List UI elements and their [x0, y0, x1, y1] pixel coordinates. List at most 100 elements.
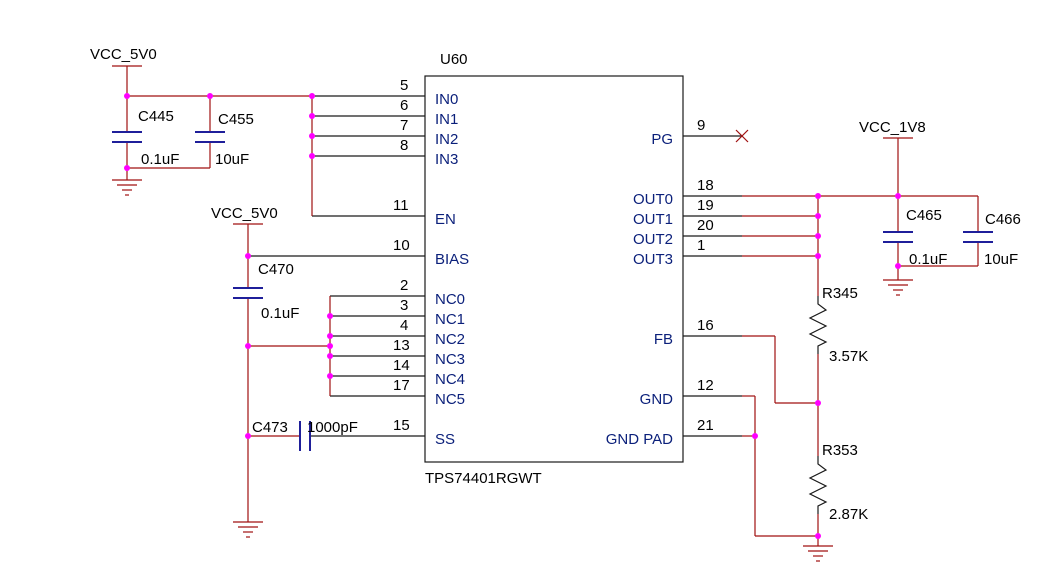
pin-name-out0: OUT0 [633, 191, 673, 208]
junction-dot [309, 153, 315, 159]
pin-num-ss: 15 [393, 417, 410, 434]
pin-name-gnd: GND [640, 391, 674, 408]
junction-dot [815, 233, 821, 239]
pin-name-in2: IN2 [435, 131, 458, 148]
pin-num-out3: 1 [697, 237, 705, 254]
c465-ref: C465 [906, 207, 942, 224]
c473-ref: C473 [252, 419, 288, 436]
junction-dot [245, 433, 251, 439]
c445-ref: C445 [138, 108, 174, 125]
pin-num-in0: 5 [400, 77, 408, 94]
output-net: VCC_1V8 [742, 119, 979, 296]
gnd-pad-net [742, 395, 818, 537]
pin-num-gnd: 12 [697, 377, 714, 394]
pin-num-fb: 16 [697, 317, 714, 334]
pin-name-fb: FB [654, 331, 673, 348]
bias-supply-net: VCC_5V0 [211, 205, 331, 522]
pin-num-nc3: 13 [393, 337, 410, 354]
capacitor-c465: C465 0.1uF [883, 207, 947, 268]
r345-ref: R345 [822, 285, 858, 302]
ground-symbol-output [883, 279, 913, 296]
pin-name-in0: IN0 [435, 91, 458, 108]
pin-num-pg: 9 [697, 117, 705, 134]
feedback-net [742, 335, 818, 404]
ic-part-number: TPS74401RGWT [425, 470, 542, 487]
pin-name-nc5: NC5 [435, 391, 465, 408]
c470-value: 0.1uF [261, 305, 299, 322]
capacitor-c470: C470 0.1uF [233, 261, 299, 322]
junction-dot [309, 133, 315, 139]
junction-dot [815, 253, 821, 259]
pin-name-out3: OUT3 [633, 251, 673, 268]
pin-name-out1: OUT1 [633, 211, 673, 228]
net-label-vcc-bias: VCC_5V0 [211, 205, 278, 222]
junction-dot [124, 165, 130, 171]
c455-ref: C455 [218, 111, 254, 128]
pin-num-out2: 20 [697, 217, 714, 234]
pin-name-nc4: NC4 [435, 371, 465, 388]
c466-value: 10uF [984, 251, 1018, 268]
junction-dot [815, 533, 821, 539]
pin-name-en: EN [435, 211, 456, 228]
r353-value: 2.87K [829, 506, 868, 523]
c445-value: 0.1uF [141, 151, 179, 168]
c473-value: 1000pF [307, 419, 358, 436]
junction-dot [815, 193, 821, 199]
ground-symbol-bias [233, 521, 263, 538]
pin-name-ss: SS [435, 431, 455, 448]
capacitor-c455: C455 10uF [195, 111, 254, 168]
ic-body [424, 75, 684, 463]
pin-name-nc0: NC0 [435, 291, 465, 308]
r345-value: 3.57K [829, 348, 868, 365]
pin-name-nc2: NC2 [435, 331, 465, 348]
ground-symbol-divider [803, 545, 833, 562]
pin-name-bias: BIAS [435, 251, 469, 268]
ic-ref: U60 [440, 51, 468, 68]
pin-num-nc4: 14 [393, 357, 410, 374]
pin-name-out2: OUT2 [633, 231, 673, 248]
pin-num-nc1: 3 [400, 297, 408, 314]
capacitor-c473: C473 1000pF [252, 419, 358, 451]
no-connect-marker [735, 129, 749, 143]
pin-name-nc3: NC3 [435, 351, 465, 368]
junction-dot [327, 343, 333, 349]
pin-num-in3: 8 [400, 137, 408, 154]
right-pins: 9 18 19 20 1 16 12 21 PG OUT0 OUT1 OUT2 … [606, 117, 749, 448]
pin-num-en: 11 [393, 197, 409, 214]
pin-num-out0: 18 [697, 177, 714, 194]
junction-dot [815, 400, 821, 406]
junction-dot [124, 93, 130, 99]
junction-dot [207, 93, 213, 99]
junction-dot [245, 343, 251, 349]
junction-dot [895, 193, 901, 199]
capacitor-c466: C466 10uF [963, 211, 1021, 268]
pin-num-gndpad: 21 [697, 417, 714, 434]
pin-num-nc5: 17 [393, 377, 410, 394]
pin-num-nc2: 4 [400, 317, 408, 334]
pin-num-out1: 19 [697, 197, 714, 214]
pin-name-in1: IN1 [435, 111, 458, 128]
resistor-r353: R353 2.87K [808, 442, 868, 523]
pin-name-gndpad: GND PAD [606, 431, 673, 448]
pin-name-nc1: NC1 [435, 311, 465, 328]
junction-dot [327, 313, 333, 319]
pin-num-in2: 7 [400, 117, 408, 134]
junction-dot [327, 353, 333, 359]
left-pins: 5 6 7 8 11 10 2 3 4 13 14 17 15 IN0 IN1 … [248, 77, 469, 448]
pin-num-bias: 10 [393, 237, 410, 254]
junction-dot [327, 333, 333, 339]
c455-value: 10uF [215, 151, 249, 168]
net-label-vcc-in: VCC_5V0 [90, 46, 157, 63]
ground-symbol-input [112, 179, 142, 196]
junction-dot [245, 253, 251, 259]
r353-ref: R353 [822, 442, 858, 459]
pin-num-nc0: 2 [400, 277, 408, 294]
net-label-vcc-out: VCC_1V8 [859, 119, 926, 136]
junction-dot [895, 263, 901, 269]
pin-num-in1: 6 [400, 97, 408, 114]
resistor-r345: R345 3.57K [808, 285, 868, 365]
junction-dot [309, 113, 315, 119]
junction-dot [309, 93, 315, 99]
capacitor-c445: C445 0.1uF [112, 108, 179, 168]
